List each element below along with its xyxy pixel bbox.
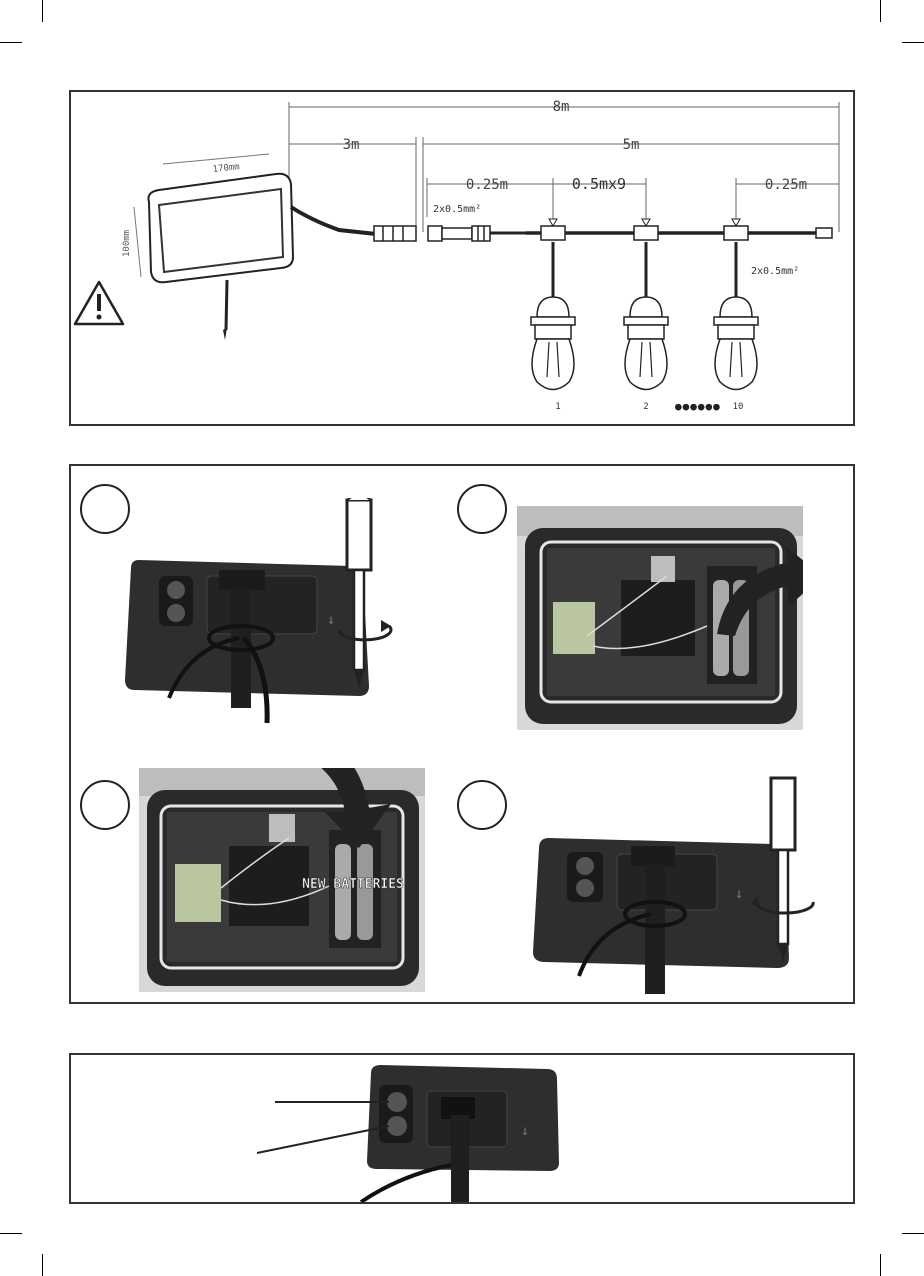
buttons-panel: ↓ [69,1053,855,1204]
crop-mark [902,1233,924,1234]
step-4-marker [457,780,507,830]
bulb-number-label: 1 [555,402,560,412]
cable-spec-label: 2x0.5mm² [751,266,799,277]
step-3-marker [80,780,130,830]
cable-spec-label: 2x0.5mm² [433,204,481,215]
svg-text:↓: ↓ [327,612,335,628]
lead-length-label: 0.25m [466,177,508,193]
step-3-image: NEW BATTERIES [139,768,425,992]
battery-steps-panel: ↓ NEW [69,464,855,1004]
bulb-drawing [531,219,575,390]
svg-text:↓: ↓ [521,1123,529,1139]
bulb-number-label: 2 [643,402,648,412]
crop-mark [902,42,924,43]
bulb-group [531,219,758,390]
step-2-image [517,506,803,730]
step-1-image: ↓ [119,498,429,728]
string-light-diagram: 8m 3m 5m 0.25m 0.5mx9 0.25m 2x0.5mm² 2x0… [71,92,853,424]
string-length-label: 5m [623,137,640,153]
solar-panel-drawing: 170mm 100mm [122,154,376,340]
step-2-marker [457,484,507,534]
step-4-image: ↓ [527,776,837,996]
panel-width-label: 170mm [212,162,240,175]
connector-drawing [374,226,490,241]
bulb-drawing [624,219,668,390]
tail-length-label: 0.25m [765,177,807,193]
crop-mark [880,1254,881,1276]
panel-back-image: ↓ [71,1055,853,1202]
panel-height-label: 100mm [122,230,132,257]
crop-mark [42,0,43,22]
crop-mark [0,42,22,43]
spacing-label: 0.5mx9 [572,175,626,193]
ellipsis-dots: ●●●●●● [675,400,721,413]
warning-icon [75,282,123,324]
bulb-number-label: 10 [733,402,744,412]
crop-mark [0,1233,22,1234]
crop-mark [42,1254,43,1276]
total-length-label: 8m [553,99,570,115]
crop-mark [880,0,881,22]
solar-cable-length-label: 3m [343,137,360,153]
bulb-drawing [714,219,758,390]
new-batteries-label: NEW BATTERIES [302,877,404,892]
dimension-diagram-panel: 8m 3m 5m 0.25m 0.5mx9 0.25m 2x0.5mm² 2x0… [69,90,855,426]
svg-text:↓: ↓ [735,886,743,902]
